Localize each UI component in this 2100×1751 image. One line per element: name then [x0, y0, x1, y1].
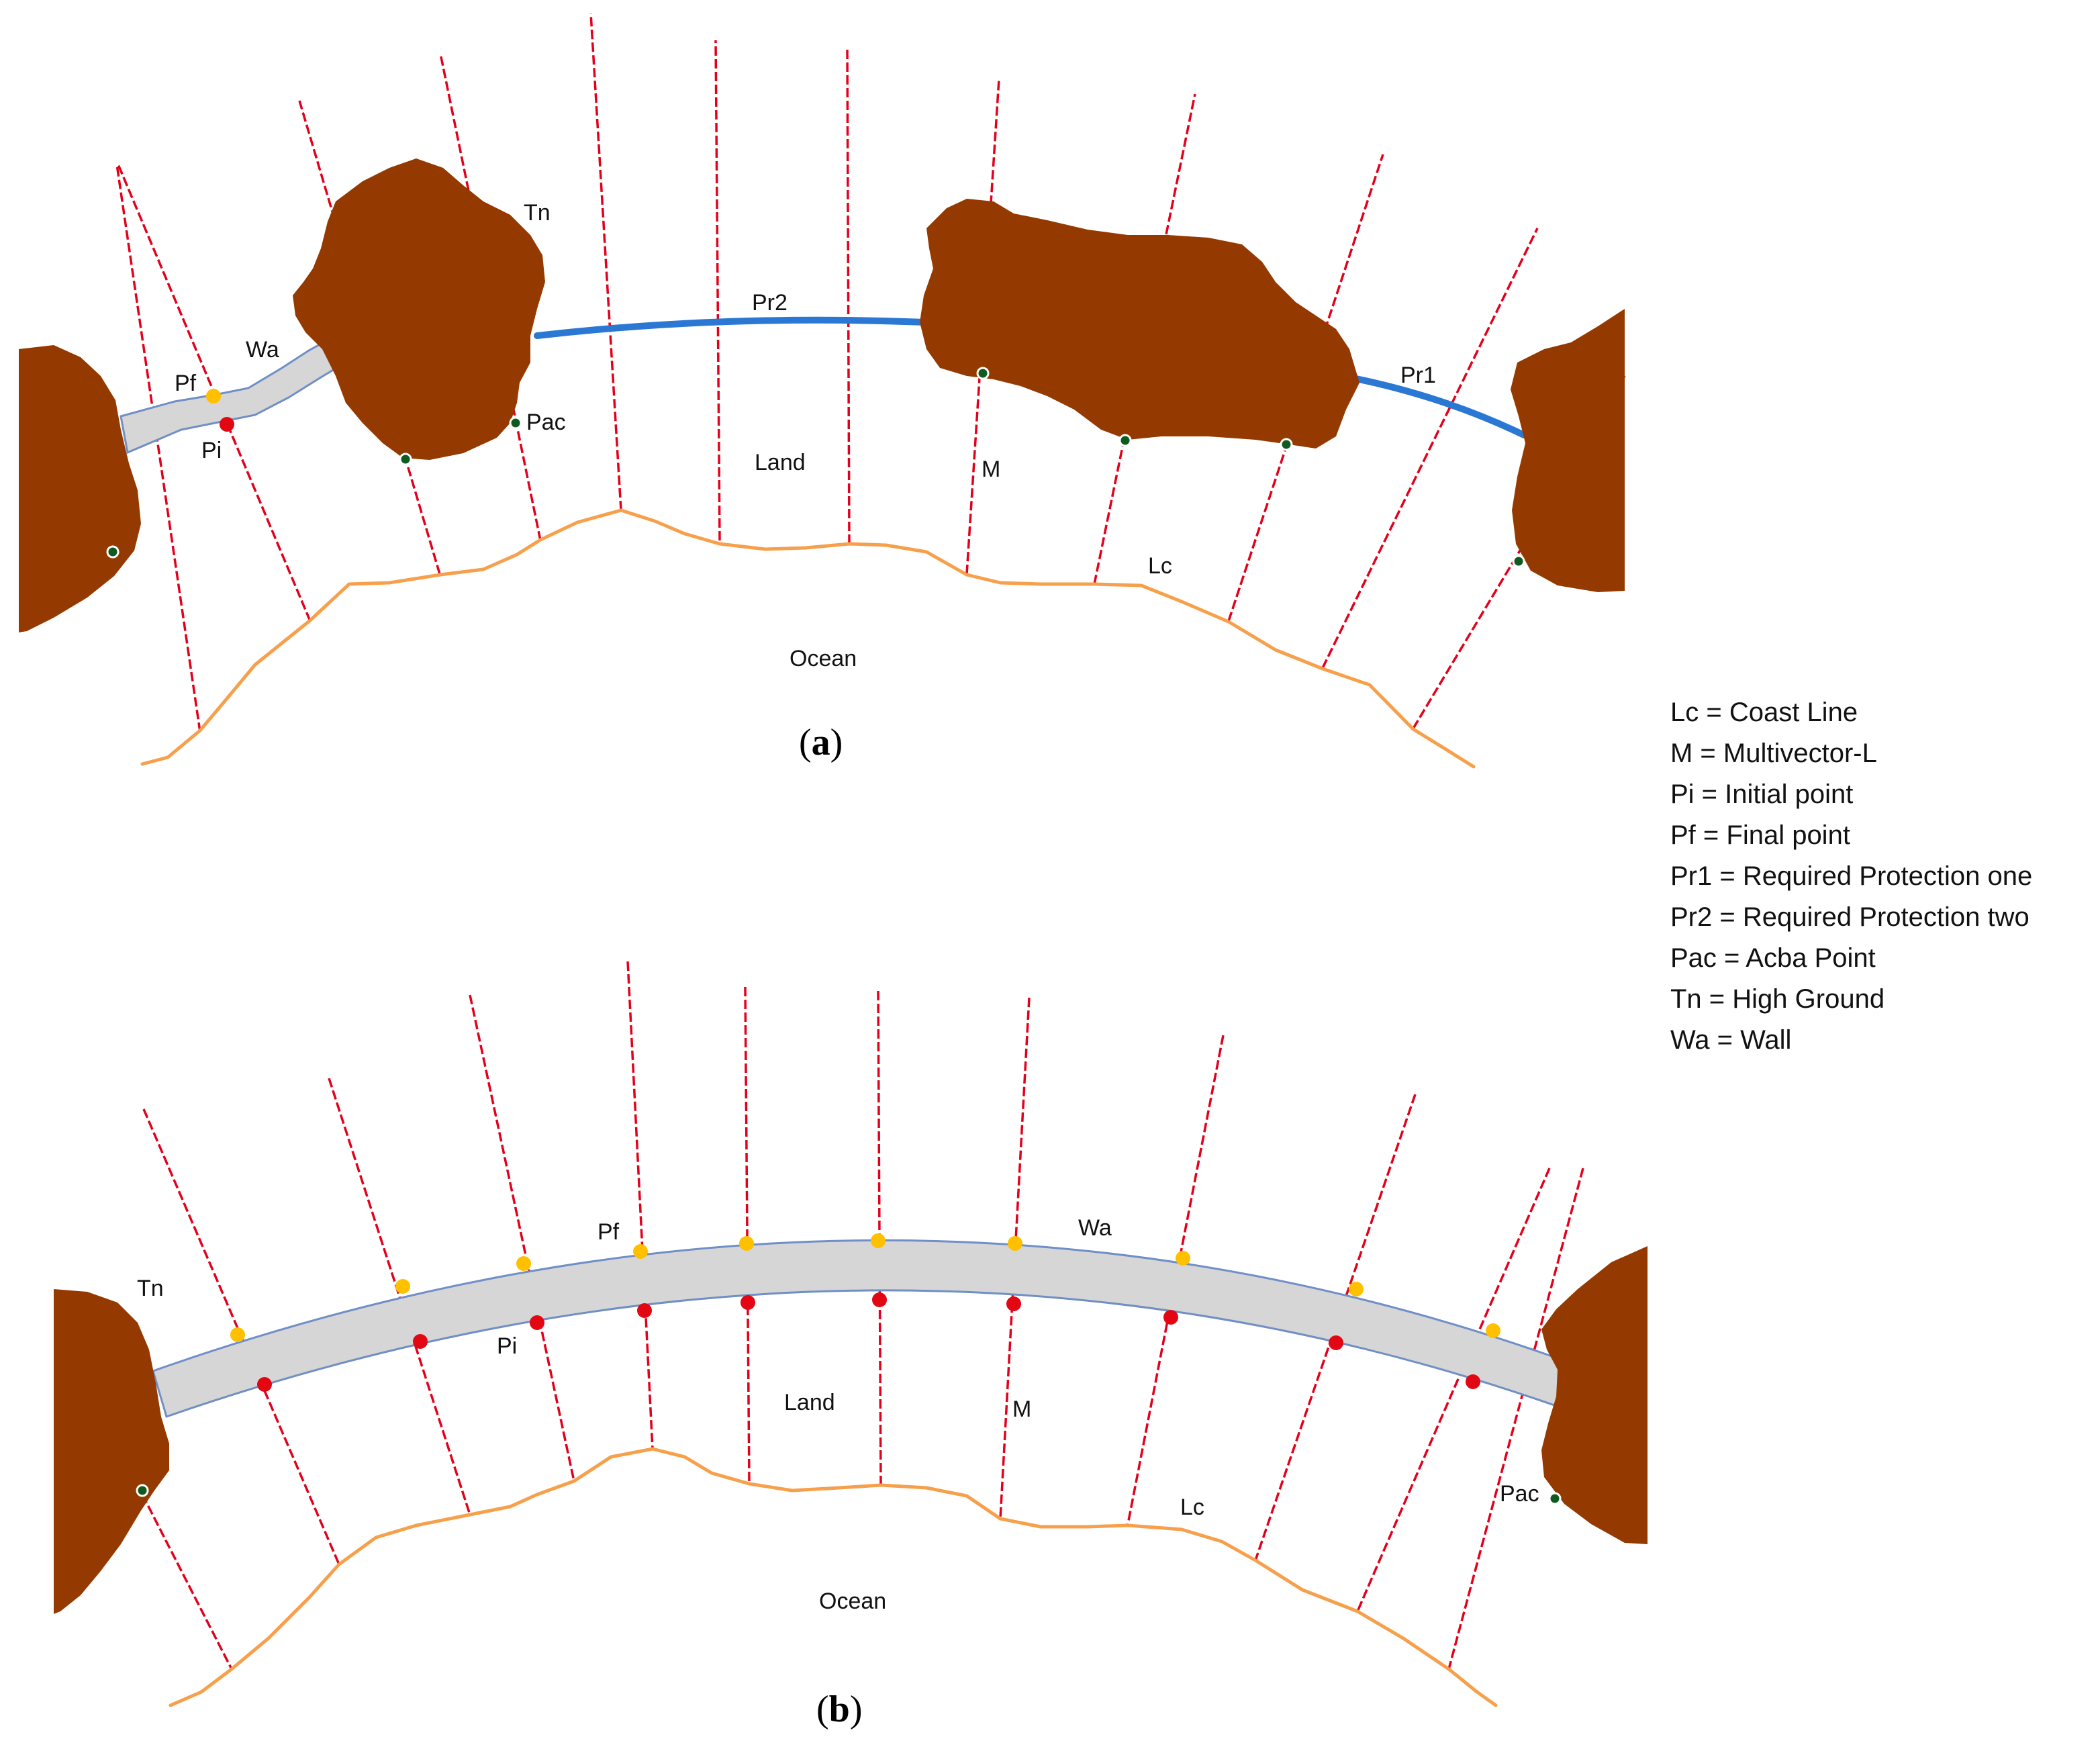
high-ground-b-left [54, 1289, 169, 1614]
wall-a [120, 334, 349, 455]
final-point-dot [1008, 1236, 1022, 1251]
initial-point-dot [530, 1315, 544, 1330]
acba-point-dot [1512, 555, 1525, 568]
final-point-dot [633, 1244, 648, 1259]
acba-point-dot [106, 545, 120, 559]
initial-point-dot [413, 1334, 428, 1349]
land-label: Land [755, 450, 806, 475]
acba-point-label: Pac [526, 410, 566, 435]
vector-line-a12 [1412, 375, 1626, 729]
legend-item: Tn = High Ground [1670, 984, 1884, 1014]
initial-point-dot [741, 1295, 755, 1310]
vector-line [626, 961, 654, 1450]
initial-point-dot [1329, 1335, 1343, 1350]
final-point-dot [1349, 1282, 1364, 1296]
wall-label: Wa [246, 337, 279, 363]
coast-line-a [140, 508, 1476, 769]
vector-line-a7 [846, 46, 851, 545]
legend-item: M = Multivector-L [1670, 739, 1877, 768]
acba-point-dot [1548, 1492, 1562, 1505]
legend-item: Lc = Coast Line [1670, 698, 1858, 727]
acba-point-label: Pac [1500, 1481, 1539, 1507]
acba-point-dot [976, 367, 990, 380]
required-protection-two [534, 316, 930, 339]
ocean-label: Ocean [790, 646, 857, 671]
vector-line-a5 [589, 13, 622, 511]
legend: Lc = Coast Line M = Multivector-L Pi = I… [1670, 698, 2032, 1055]
final-point-dot [516, 1256, 531, 1271]
acba-point-dot [1118, 434, 1132, 447]
initial-point-dot [1466, 1374, 1480, 1389]
coast-line-label: Lc [1180, 1495, 1204, 1520]
legend-item: Pac = Acba Point [1670, 943, 1876, 973]
vector-line [469, 994, 575, 1482]
final-point-dot [395, 1279, 410, 1294]
land-label: Land [784, 1390, 835, 1415]
acba-point-dot [399, 453, 412, 466]
multivector-label: M [982, 457, 1000, 482]
high-ground-b-right [1541, 1246, 1648, 1544]
vector-line [744, 986, 751, 1484]
final-point-label: Pf [175, 371, 197, 396]
vector-line [1447, 1168, 1584, 1670]
initial-point-dot [1163, 1310, 1178, 1325]
final-point-dot [1486, 1323, 1500, 1338]
vector-line-a11 [1321, 228, 1539, 669]
final-point-dot [206, 389, 221, 404]
multivector-label: M [1012, 1397, 1031, 1422]
initial-point-label: Pi [497, 1333, 517, 1359]
wall-label: Wa [1078, 1215, 1112, 1241]
vector-line-a6 [714, 40, 721, 541]
required-protection-one [1346, 374, 1527, 438]
final-point-dot [1176, 1251, 1190, 1266]
acba-point-dot [1280, 438, 1293, 451]
panel-a: Tn Wa Pf Pi Pac Pr2 Pr1 Land M Lc Ocean … [19, 13, 1626, 769]
initial-points-b [257, 1292, 1480, 1392]
final-point-dot [230, 1327, 245, 1342]
panel-b-caption: (b) [816, 1689, 862, 1730]
high-ground-a-center [920, 199, 1359, 448]
final-point-dot [739, 1236, 754, 1251]
high-ground-label: Tn [524, 200, 551, 226]
legend-item: Pr1 = Required Protection one [1670, 861, 2032, 891]
legend-item: Pi = Initial point [1670, 779, 1853, 809]
final-point-label: Pf [598, 1219, 620, 1245]
vector-line [141, 1494, 233, 1670]
final-points-b [230, 1233, 1500, 1342]
coast-line-b [169, 1447, 1498, 1707]
initial-point-dot [637, 1303, 652, 1318]
ocean-label: Ocean [819, 1589, 886, 1614]
high-ground-a-left [19, 345, 141, 632]
required-protection-one-label: Pr1 [1400, 363, 1436, 388]
acba-point-dot [509, 416, 522, 430]
vector-line-a1 [115, 164, 201, 732]
final-point-dot [871, 1233, 886, 1248]
panel-a-caption: (a) [799, 722, 843, 763]
high-ground-label: Tn [137, 1276, 164, 1301]
panel-b: Tn Pf Wa Pi Land M Lc Pac Ocean (b) [54, 961, 1648, 1730]
vector-line [1356, 1168, 1551, 1612]
initial-point-label: Pi [201, 438, 222, 463]
high-ground-a-tn [293, 158, 545, 460]
initial-point-dot [220, 417, 234, 432]
initial-point-dot [1006, 1296, 1021, 1311]
initial-point-dot [257, 1377, 272, 1392]
acba-point-dot [136, 1484, 149, 1497]
initial-point-dot [872, 1292, 887, 1307]
legend-item: Pr2 = Required Protection two [1670, 902, 2030, 932]
required-protection-two-label: Pr2 [752, 290, 787, 316]
legend-item: Pf = Final point [1670, 820, 1850, 850]
legend-item: Wa = Wall [1670, 1025, 1791, 1055]
coast-line-label: Lc [1148, 553, 1172, 579]
high-ground-a-right [1511, 309, 1625, 592]
